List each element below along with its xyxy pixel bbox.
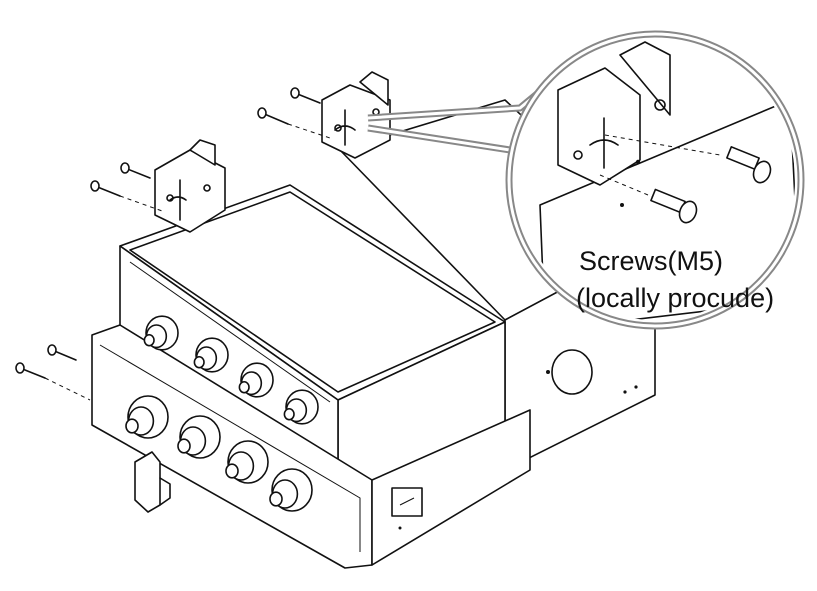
fitting-small-3 xyxy=(238,362,274,398)
screw-left-1 xyxy=(15,362,91,401)
pipe-fittings-small xyxy=(143,315,319,425)
fitting-small-4 xyxy=(283,389,319,425)
magnified-screw-2 xyxy=(650,188,698,224)
fitting-small-2 xyxy=(193,337,229,373)
screw-bracket-right-2 xyxy=(290,87,321,104)
fitting-large-3 xyxy=(225,440,269,484)
magnified-screw-1 xyxy=(726,146,772,184)
screw-bracket-right-1 xyxy=(257,107,331,139)
fitting-large-1 xyxy=(125,395,169,439)
screw-left-2 xyxy=(47,344,77,361)
fitting-large-4 xyxy=(269,468,313,512)
mounting-bracket-right xyxy=(321,71,391,159)
fitting-small-1 xyxy=(143,315,179,351)
fitting-large-2 xyxy=(177,415,221,459)
mounting-bracket-left xyxy=(154,139,226,233)
screw-bracket-left-1 xyxy=(90,180,166,213)
screw-bracket-left-2 xyxy=(120,162,151,179)
pipe-fittings-large xyxy=(125,395,313,512)
callout-label-locally-procured: (locally procude) xyxy=(576,283,775,313)
bottom-bracket xyxy=(134,451,171,513)
callout-label-screws: Screws(M5) xyxy=(579,246,724,276)
